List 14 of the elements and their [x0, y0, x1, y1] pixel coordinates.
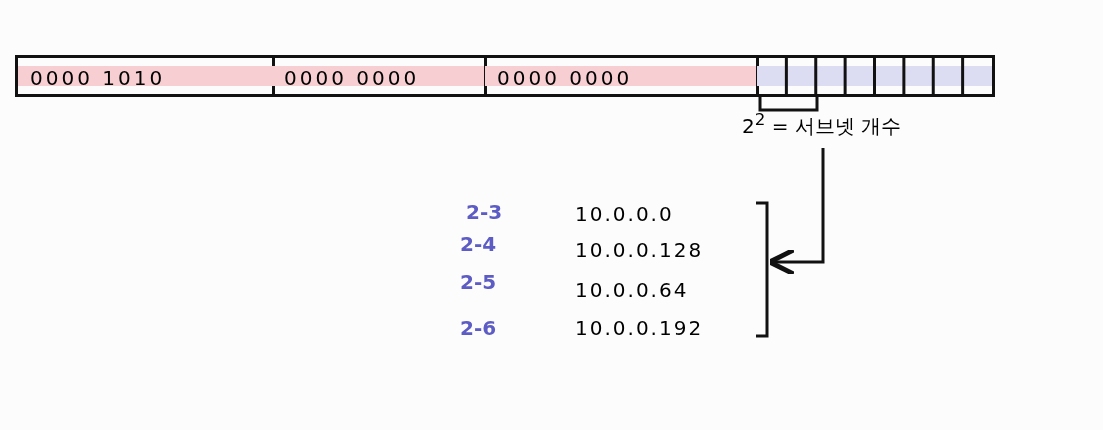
octet-field: [757, 55, 995, 97]
octet-field: 0000 1010: [15, 55, 275, 97]
subnet-number: 2-5: [460, 270, 497, 294]
ip-address: 10.0.0.128: [575, 238, 704, 262]
subnet-number: 2-3: [466, 200, 503, 224]
arrow: [767, 148, 825, 277]
ip-address: 10.0.0.64: [575, 278, 689, 302]
ip-address: 10.0.0.0: [575, 202, 674, 226]
ip-address: 10.0.0.192: [575, 316, 704, 340]
formula-text: 2$^{2}$ = 서브넷 개수: [742, 110, 902, 140]
octet-field: 0000 0000: [485, 55, 759, 97]
subnet-number: 2-4: [460, 232, 497, 256]
subnet-number: 2-6: [460, 316, 497, 340]
octet-field: 0000 0000: [272, 55, 487, 97]
